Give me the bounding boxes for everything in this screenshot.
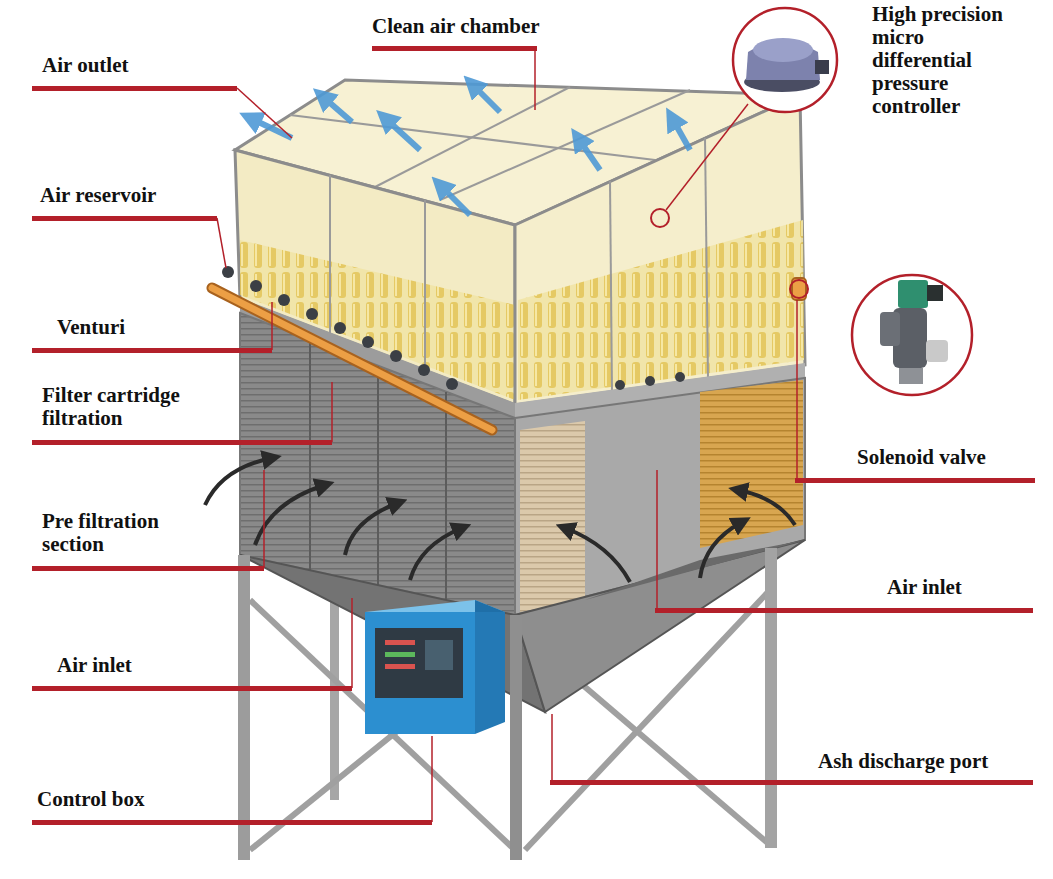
part-label: Ash discharge port bbox=[818, 750, 988, 773]
part-label: Venturi bbox=[57, 316, 125, 339]
part-label: Air inlet bbox=[57, 654, 132, 677]
part-label: Pre filtration section bbox=[42, 510, 207, 556]
part-label: Air reservoir bbox=[40, 184, 156, 207]
part-label: Filter cartridge filtration bbox=[42, 384, 242, 430]
part-label: Control box bbox=[37, 788, 145, 811]
part-label: Air outlet bbox=[42, 54, 129, 77]
part-label: Solenoid valve bbox=[857, 446, 986, 469]
part-label: Air inlet bbox=[887, 576, 962, 599]
part-label: Clean air chamber bbox=[372, 15, 540, 38]
part-label: High precision micro differential pressu… bbox=[872, 3, 1022, 118]
